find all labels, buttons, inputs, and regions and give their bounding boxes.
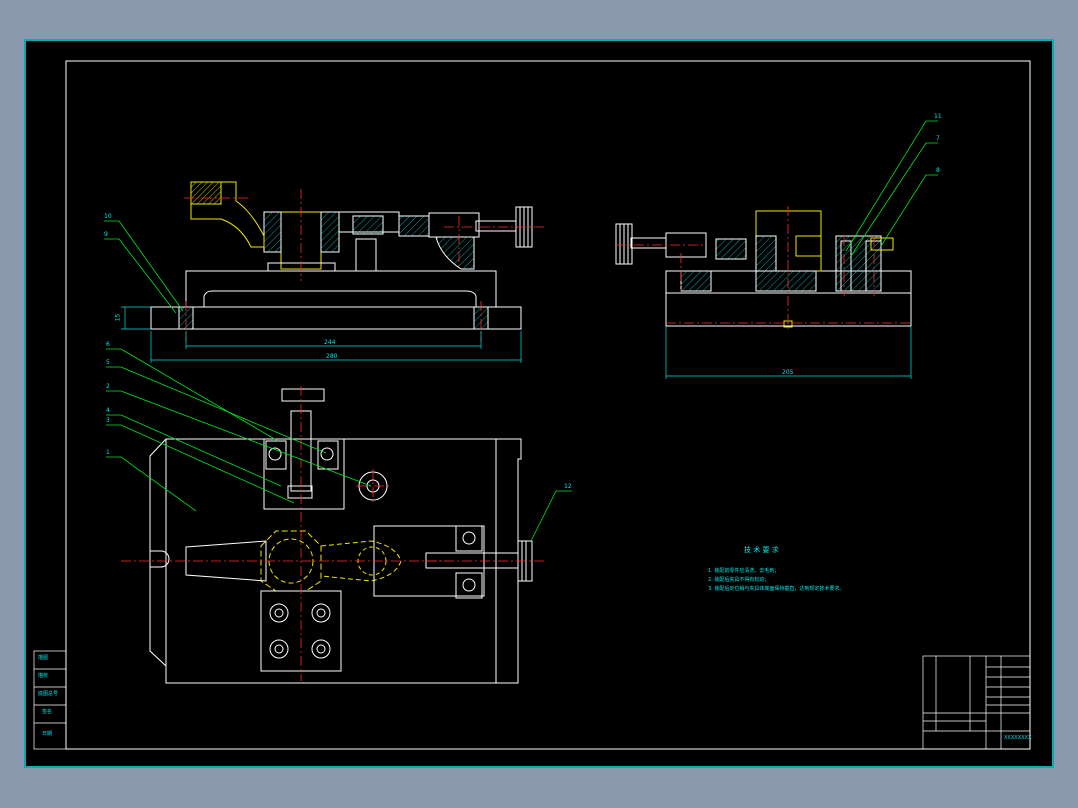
tech-req-title: 技 术 要 求 xyxy=(744,546,779,554)
stamp-label-2: 描校 xyxy=(38,673,49,679)
tech-req-item-3: 3. 装配后定位销与夹具体底面保持垂直，达到规定技术要求。 xyxy=(708,586,845,592)
balloon-1: 1 xyxy=(106,449,110,456)
balloon-11: 11 xyxy=(934,113,942,120)
front-leaders xyxy=(104,220,184,314)
balloon-10: 10 xyxy=(104,213,112,220)
front-dimensions xyxy=(121,306,522,363)
balloon-12: 12 xyxy=(564,483,572,490)
balloon-3: 3 xyxy=(106,417,110,424)
stamp-label-4: 签名 xyxy=(42,709,53,715)
side-centerlines xyxy=(616,206,911,331)
left-stamp xyxy=(33,650,67,750)
dim-front-inner: 244 xyxy=(324,339,336,346)
tech-req-item-1: 1. 装配前零件应清洗、去毛刺； xyxy=(708,568,780,574)
side-dimensions xyxy=(665,326,912,379)
stamp-label-1: 描图 xyxy=(38,655,49,661)
title-block xyxy=(922,655,1031,750)
side-leaders xyxy=(845,120,938,257)
cad-drawing xyxy=(33,60,1031,750)
plan-view xyxy=(149,388,533,684)
balloon-4: 4 xyxy=(106,407,110,414)
title-block-code: XXXXXXXX xyxy=(1004,735,1032,741)
dim-side-overall: 205 xyxy=(782,369,794,376)
stamp-label-5: 日期 xyxy=(42,731,53,737)
balloon-2: 2 xyxy=(106,383,110,390)
balloon-9: 9 xyxy=(104,231,108,238)
stamp-label-3: 底图总号 xyxy=(38,691,59,697)
front-centerlines xyxy=(184,189,546,341)
balloon-8: 8 xyxy=(936,167,940,174)
inner-frame xyxy=(65,60,1031,750)
balloon-7: 7 xyxy=(936,135,940,142)
side-view xyxy=(615,210,912,328)
dim-height-left: 15 xyxy=(114,313,122,322)
dim-front-overall: 280 xyxy=(326,353,338,360)
plan-centerlines xyxy=(121,386,546,681)
balloon-6: 6 xyxy=(106,341,110,348)
drawing-sheet: 244 280 205 15 10 9 11 7 8 6 5 2 4 3 1 1… xyxy=(24,39,1054,768)
plan-leaders xyxy=(106,348,572,542)
front-view xyxy=(150,181,533,330)
balloon-5: 5 xyxy=(106,359,110,366)
tech-req-item-2: 2. 装配后夹具不得有松动； xyxy=(708,577,770,583)
